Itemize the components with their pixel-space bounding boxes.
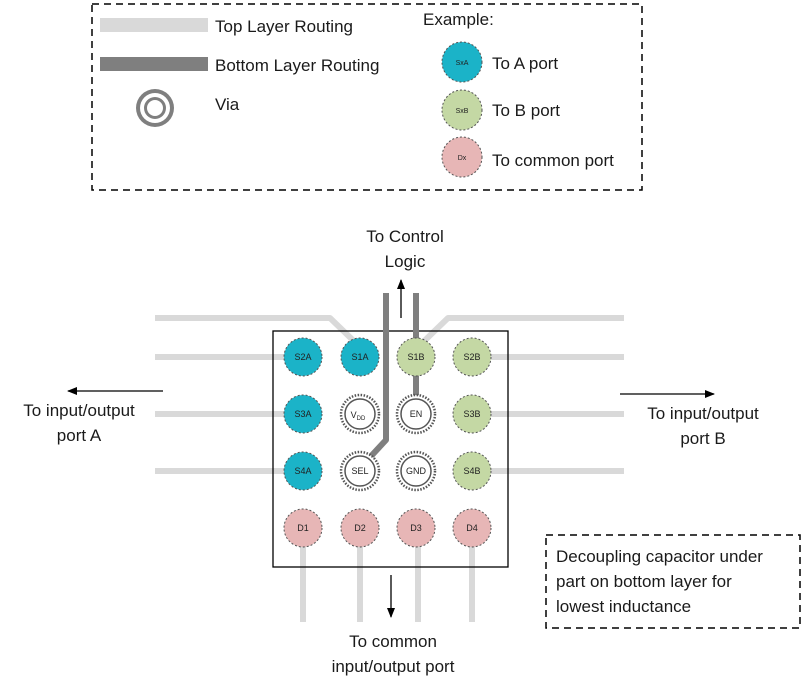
legend-via-icon <box>136 89 174 127</box>
top-layer-routing <box>155 315 624 622</box>
pin-s2b: S2B <box>452 337 492 377</box>
legend-b-pin-label: SxB <box>456 108 469 115</box>
decoupling-note-line2: part on bottom layer for <box>556 572 732 591</box>
pin-s4b: S4B <box>452 451 492 491</box>
svg-text:S4B: S4B <box>463 466 480 476</box>
common-port-label-line1: To common <box>349 632 437 651</box>
port-b-label-line2: port B <box>680 429 725 448</box>
svg-text:S3B: S3B <box>463 409 480 419</box>
pin-s2a: S2A <box>283 337 323 377</box>
legend-via-label: Via <box>215 95 240 114</box>
pin-gnd: GND <box>395 450 437 492</box>
svg-text:S1B: S1B <box>407 352 424 362</box>
svg-text:S2B: S2B <box>463 352 480 362</box>
pin-s3b: S3B <box>452 394 492 434</box>
pin-d2: D2 <box>340 508 380 548</box>
legend-box <box>91 3 643 191</box>
control-logic-label-line1: To Control <box>366 227 443 246</box>
legend-top-layer-swatch <box>100 18 208 32</box>
svg-text:VDD: VDD <box>351 410 366 422</box>
svg-text:GND: GND <box>406 466 427 476</box>
legend-bottom-layer-swatch <box>100 57 208 71</box>
legend-b-text: To B port <box>492 101 560 120</box>
legend-d-pin <box>441 136 483 178</box>
pin-s1a: S1A <box>340 337 380 377</box>
decoupling-note-line3: lowest inductance <box>556 597 691 616</box>
port-a-label-line1: To input/output <box>23 401 135 420</box>
legend-b-pin <box>441 89 483 131</box>
legend-example-title: Example: <box>423 10 494 29</box>
legend-top-layer-label: Top Layer Routing <box>215 17 353 36</box>
svg-text:D3: D3 <box>410 523 422 533</box>
pin-s4a: S4A <box>283 451 323 491</box>
pin-s3a: S3A <box>283 394 323 434</box>
legend-d-pin-label: Dx <box>458 155 467 162</box>
svg-text:D4: D4 <box>466 523 478 533</box>
pin-vdd: VDD <box>339 393 381 435</box>
port-a-label-line2: port A <box>57 426 102 445</box>
svg-text:S4A: S4A <box>294 466 311 476</box>
port-b-label-line1: To input/output <box>647 404 759 423</box>
svg-text:D1: D1 <box>297 523 309 533</box>
decoupling-note-line1: Decoupling capacitor under <box>556 547 763 566</box>
common-port-label-line2: input/output port <box>332 657 455 676</box>
chip-package-outline <box>272 330 509 568</box>
legend-d-text: To common port <box>492 151 614 170</box>
pin-s1b: S1B <box>396 337 436 377</box>
legend-a-pin-label: SxA <box>456 60 469 67</box>
pin-d1: D1 <box>283 508 323 548</box>
svg-text:D2: D2 <box>354 523 366 533</box>
svg-text:SEL: SEL <box>351 466 368 476</box>
pin-d3: D3 <box>396 508 436 548</box>
svg-text:S3A: S3A <box>294 409 311 419</box>
pin-sel: SEL <box>339 450 381 492</box>
svg-text:S1A: S1A <box>351 352 368 362</box>
bottom-layer-routing <box>357 293 419 471</box>
control-logic-label-line2: Logic <box>385 252 426 271</box>
legend-a-pin <box>441 41 483 83</box>
legend-a-text: To A port <box>492 54 558 73</box>
svg-text:EN: EN <box>410 409 423 419</box>
pin-d4: D4 <box>452 508 492 548</box>
decoupling-note-box <box>545 534 801 629</box>
svg-text:S2A: S2A <box>294 352 311 362</box>
pin-en: EN <box>395 393 437 435</box>
legend-bottom-layer-label: Bottom Layer Routing <box>215 56 379 75</box>
